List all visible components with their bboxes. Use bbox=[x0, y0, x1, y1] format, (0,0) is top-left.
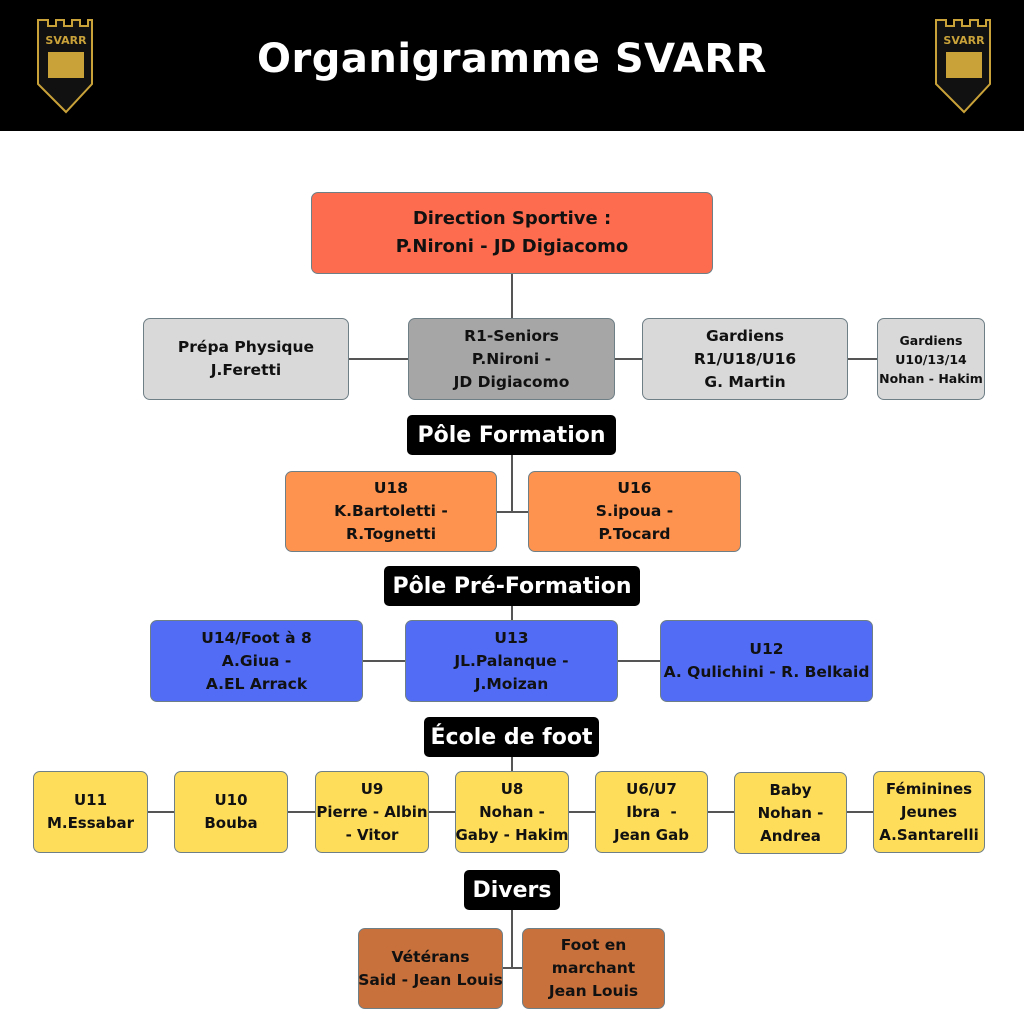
box-line: A.Santarelli bbox=[879, 825, 979, 844]
box-line: R.Tognetti bbox=[345, 525, 437, 543]
svarr-logo: SVARR bbox=[935, 19, 991, 114]
box-line: Baby bbox=[769, 780, 812, 799]
svg-text:SVARR: SVARR bbox=[943, 34, 985, 47]
pole-formation-label: Pôle Formation bbox=[407, 415, 616, 455]
box-line: U14/Foot à 8 bbox=[201, 628, 312, 647]
box-line: P.Tocard bbox=[598, 525, 671, 543]
box-line: J.Moizan bbox=[474, 674, 549, 693]
box-line: U12 bbox=[749, 640, 784, 658]
box-line: J.Feretti bbox=[210, 361, 282, 379]
box-line: JD Digiacomo bbox=[453, 372, 570, 391]
svarr-logo: SVARR bbox=[37, 19, 93, 114]
box-line: Nohan - bbox=[757, 803, 824, 822]
connector bbox=[511, 606, 513, 620]
box-line: P.Nironi - JD Digiacomo bbox=[395, 236, 629, 257]
box-line: U16 bbox=[617, 479, 652, 497]
box-line: marchant bbox=[551, 959, 636, 977]
connector bbox=[511, 455, 513, 512]
box-line: U9 bbox=[360, 779, 384, 798]
connector bbox=[511, 757, 513, 771]
box-line: Andrea bbox=[760, 826, 821, 845]
box-line: U6/U7 bbox=[626, 779, 677, 798]
box-line: Gardiens bbox=[705, 326, 784, 345]
box-line: A. Qulichini - R. Belkaid bbox=[663, 663, 870, 681]
u12-box: U12 A. Qulichini - R. Belkaid bbox=[660, 620, 873, 702]
box-line: U11 bbox=[73, 791, 108, 809]
pole-pre-formation-label: Pôle Pré-Formation bbox=[384, 566, 640, 606]
box-line: M.Essabar bbox=[46, 814, 135, 832]
box-line: Féminines bbox=[885, 779, 973, 798]
page-title: Organigramme SVARR bbox=[257, 36, 767, 82]
box-line: Gardiens bbox=[899, 332, 963, 348]
box-line: P.Nironi - bbox=[471, 349, 552, 368]
box-line: Jean Gab bbox=[614, 825, 689, 844]
connector bbox=[511, 274, 513, 318]
box-line: Foot en bbox=[560, 936, 627, 954]
header: SVARR Organigramme SVARR SVARR bbox=[0, 0, 1024, 131]
box-line: JL.Palanque - bbox=[454, 651, 569, 670]
box-line: A.Giua - bbox=[221, 651, 292, 670]
box-line: Nohan - Hakim bbox=[879, 370, 983, 386]
box-line: Prépa Physique bbox=[177, 338, 315, 356]
svg-text:SVARR: SVARR bbox=[45, 34, 87, 47]
connector bbox=[349, 358, 408, 360]
divers-label: Divers bbox=[464, 870, 560, 910]
connector bbox=[363, 660, 405, 662]
box-line: Said - Jean Louis bbox=[358, 970, 503, 989]
box-line: Jeunes bbox=[900, 802, 958, 821]
box-line: R1/U18/U16 bbox=[693, 349, 797, 368]
connector bbox=[497, 511, 528, 513]
box-line: Direction Sportive : bbox=[412, 208, 612, 229]
connector bbox=[848, 358, 877, 360]
u14-box: U14/Foot à 8 A.Giua - A.EL Arrack bbox=[150, 620, 363, 702]
ecole-de-foot-label: École de foot bbox=[424, 717, 599, 757]
box-line: U8 bbox=[500, 779, 524, 798]
box-line: G. Martin bbox=[704, 372, 786, 391]
box-line: Gaby - Hakim bbox=[455, 825, 569, 844]
box-line: U18 bbox=[373, 479, 409, 497]
box-line: S.ipoua - bbox=[595, 502, 674, 520]
connector bbox=[511, 910, 513, 968]
box-line: - Vitor bbox=[345, 825, 399, 844]
connector bbox=[618, 660, 660, 662]
box-line: U10/13/14 bbox=[895, 351, 967, 367]
box-line: U13 bbox=[494, 628, 529, 647]
box-line: Ibra - bbox=[626, 802, 677, 821]
box-line: Vétérans bbox=[391, 947, 470, 966]
box-line: R1-Seniors bbox=[464, 326, 559, 345]
direction-sportive-box: Direction Sportive : P.Nironi - JD Digiac… bbox=[311, 192, 713, 274]
box-line: Pierre - Albin bbox=[316, 802, 428, 821]
box-line: K.Bartoletti - bbox=[334, 502, 448, 520]
connector bbox=[503, 967, 522, 969]
box-line: U10 bbox=[214, 791, 248, 809]
box-line: Bouba bbox=[204, 814, 258, 832]
box-line: Nohan - bbox=[479, 802, 545, 821]
box-line: Jean Louis bbox=[548, 982, 639, 1000]
connector bbox=[615, 358, 642, 360]
box-line: A.EL Arrack bbox=[205, 674, 308, 693]
